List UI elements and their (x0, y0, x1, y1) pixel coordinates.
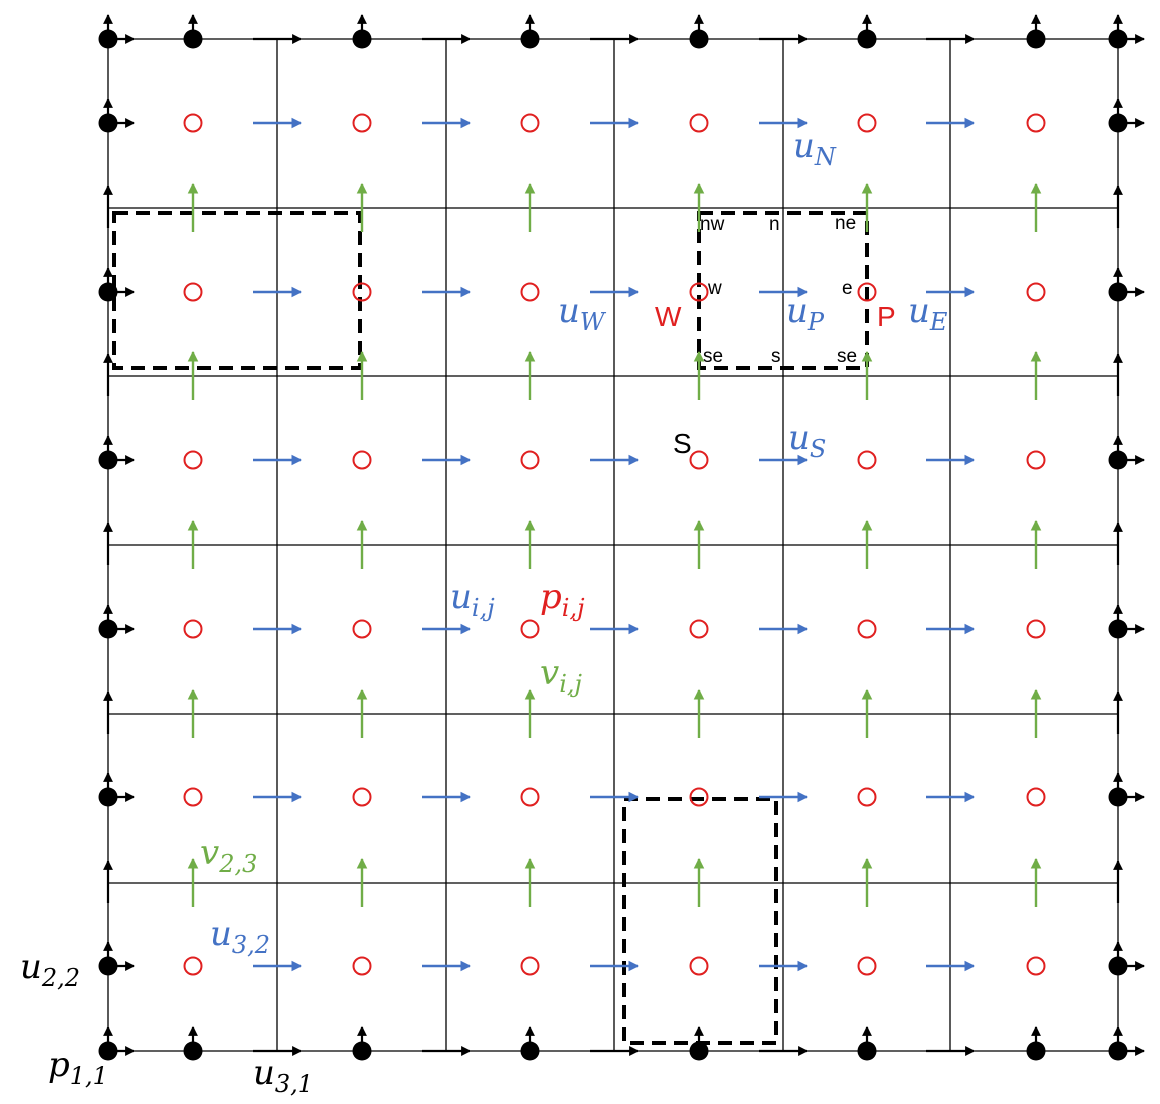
boundary-pressure-dot (98, 787, 118, 807)
boundary-pressure-dot (183, 29, 203, 49)
label-u-32: u3,2 (210, 914, 270, 959)
boundary-pressure-dot (1108, 956, 1128, 976)
boundary-pressure-dot (1108, 113, 1128, 133)
boundary-pressure-dot (98, 1041, 118, 1061)
pressure-node (857, 113, 877, 133)
pressure-node (520, 956, 540, 976)
pressure-node (857, 450, 877, 470)
boundary-pressure-dot (98, 29, 118, 49)
pressure-node (183, 282, 203, 302)
boundary-pressure-dot (98, 282, 118, 302)
boundary-pressure-dot (1108, 29, 1128, 49)
grid-lines (107, 38, 1119, 1052)
pressure-node (1026, 619, 1046, 639)
label-u-P: uP (786, 291, 825, 336)
pressure-node (520, 619, 540, 639)
label-s: s (771, 346, 781, 367)
pressure-node (352, 787, 372, 807)
boundary-pressure-dot (98, 450, 118, 470)
pressure-node (520, 282, 540, 302)
pressure-nodes (183, 113, 1046, 976)
pressure-node (689, 113, 709, 133)
boundary-pressure-dot (183, 1041, 203, 1061)
pressure-node (857, 787, 877, 807)
label-p-11: p1,1 (48, 1045, 108, 1090)
boundary-pressure-dot (352, 29, 372, 49)
boundary-pressure-dot (1108, 450, 1128, 470)
label-v-ij: vi,j (540, 653, 583, 698)
boundary-pressure-dot (1108, 1041, 1128, 1061)
label-u-N: uN (793, 126, 837, 171)
label-W: W (655, 301, 682, 332)
boundary-pressure-dot (1026, 29, 1046, 49)
dashed-box-1 (697, 211, 869, 370)
pressure-node (857, 282, 877, 302)
boundary-pressure-dot (520, 29, 540, 49)
pressure-node (689, 450, 709, 470)
pressure-node (183, 450, 203, 470)
pressure-node (520, 450, 540, 470)
label-n: n (769, 214, 780, 235)
dashed-box-2 (622, 797, 778, 1045)
pressure-node (352, 113, 372, 133)
boundary-pressure-dot (352, 1041, 372, 1061)
boundary-pressure-dot (520, 1041, 540, 1061)
pressure-node (689, 619, 709, 639)
boundary-pressure-dot (1108, 619, 1128, 639)
pressure-node (1026, 282, 1046, 302)
label-v-23: v2,3 (200, 833, 257, 878)
boundary-pressure-dot (98, 619, 118, 639)
boundary-pressure-dot (1108, 787, 1128, 807)
pressure-node (689, 956, 709, 976)
boundary-pressure-dot (98, 113, 118, 133)
dashed-box-0 (112, 211, 362, 370)
pressure-node (689, 787, 709, 807)
pressure-node (1026, 113, 1046, 133)
boundary-pressure-dot (857, 29, 877, 49)
label-nw: nw (700, 214, 725, 235)
label-u-22: u2,2 (20, 947, 80, 992)
label-u-W: uW (558, 291, 607, 336)
label-ne: ne (835, 213, 856, 234)
pressure-node (352, 450, 372, 470)
label-se-left: se (703, 346, 723, 367)
boundary-pressure-dot (1108, 282, 1128, 302)
label-w: w (707, 278, 722, 299)
boundary-pressure-dot (857, 1041, 877, 1061)
pressure-node (352, 619, 372, 639)
pressure-node (520, 787, 540, 807)
label-e: e (842, 278, 853, 299)
pressure-node (352, 282, 372, 302)
label-u-S: uS (788, 418, 826, 463)
label-P: P (877, 301, 896, 332)
v-velocity-arrows (187, 182, 1042, 907)
boundary-pressure-dot (98, 956, 118, 976)
u-velocity-arrows (253, 117, 976, 972)
pressure-node (1026, 787, 1046, 807)
label-S: S (673, 428, 692, 459)
label-p-ij: pi,j (540, 577, 585, 622)
pressure-node (857, 956, 877, 976)
pressure-node (183, 113, 203, 133)
pressure-node (183, 956, 203, 976)
label-u-ij: ui,j (450, 577, 495, 622)
boundary-pressure-dot (689, 1041, 709, 1061)
boundary-nodes (98, 14, 1145, 1061)
pressure-node (520, 113, 540, 133)
label-u-31: u3,1 (253, 1053, 313, 1098)
pressure-node (183, 787, 203, 807)
pressure-node (1026, 956, 1046, 976)
boundary-pressure-dot (1026, 1041, 1046, 1061)
pressure-node (857, 619, 877, 639)
labels: uN uW uP uE uS ui,j pi,j vi,j v2,3 u3,2 … (20, 126, 948, 1098)
pressure-node (352, 956, 372, 976)
pressure-node (1026, 450, 1046, 470)
boundary-pressure-dot (689, 29, 709, 49)
label-u-E: uE (908, 291, 948, 336)
pressure-node (689, 282, 709, 302)
label-se-right: se (837, 346, 857, 367)
pressure-node (183, 619, 203, 639)
